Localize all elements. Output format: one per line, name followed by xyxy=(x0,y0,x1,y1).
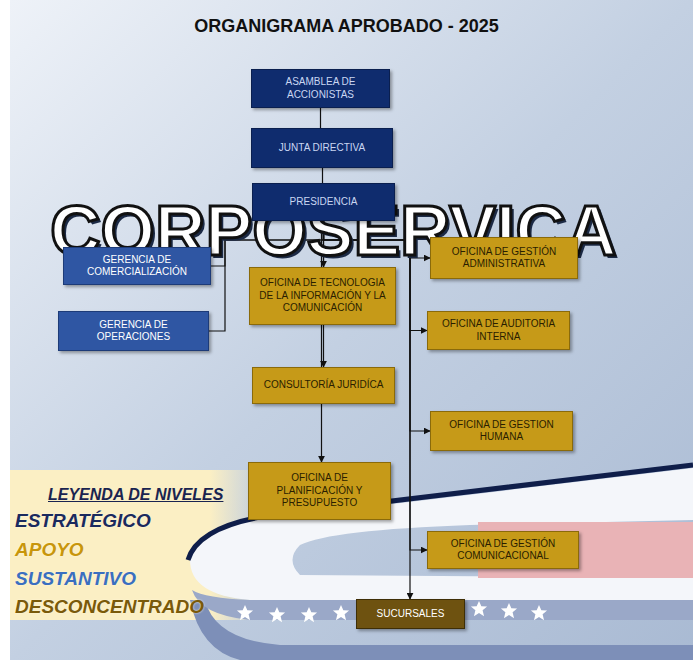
org-box: SUCURSALES xyxy=(356,599,465,629)
org-box: OFICINA DE AUDITORIA INTERNA xyxy=(427,311,570,350)
org-box: OFICINA DE PLANIFICACIÓN Y PRESUPUESTO xyxy=(248,462,391,520)
box-label: OFICINA DE AUDITORIA INTERNA xyxy=(433,318,564,343)
box-label: CONSULTORÍA JURIDÍCA xyxy=(264,379,384,392)
legend-sample: DESCONCENTRADO xyxy=(15,596,204,618)
org-box: GERENCIA DE OPERACIONES xyxy=(58,311,209,351)
legend-text: SUSTANTIVO xyxy=(15,568,136,589)
org-box: OFICINA DE GESTION HUMANA xyxy=(430,411,573,451)
legend-sample: SUSTANTIVO xyxy=(15,568,136,590)
box-label: OFICINA DE TECNOLOGIA DE LA INFORMACIÓN … xyxy=(255,277,390,315)
legend-text: ESTRATÉGICO xyxy=(15,510,151,531)
org-box: JUNTA DIRECTIVA xyxy=(251,128,393,168)
connector-line xyxy=(320,108,321,128)
legend-sample: ESTRATÉGICO xyxy=(15,510,151,532)
legend-text: APOYO xyxy=(15,539,84,560)
box-label: PRESIDENCIA xyxy=(290,196,358,209)
org-box: GERENCIA DE COMERCIALIZACIÓN xyxy=(63,247,211,285)
legend-sample: APOYO xyxy=(15,539,84,561)
org-box: PRESIDENCIA xyxy=(252,183,395,221)
box-label: JUNTA DIRECTIVA xyxy=(279,142,365,155)
box-label: ASAMBLEA DE ACCIONISTAS xyxy=(257,76,384,101)
chart-title: ORGANIGRAMA APROBADO - 2025 xyxy=(0,16,693,37)
org-box: OFICINA DE GESTIÓN COMUNICACIONAL xyxy=(427,531,579,569)
org-box: OFICINA DE TECNOLOGIA DE LA INFORMACIÓN … xyxy=(249,267,396,325)
legend-text: DESCONCENTRADO xyxy=(15,596,204,617)
org-box: CONSULTORÍA JURIDÍCA xyxy=(252,367,395,404)
box-label: SUCURSALES xyxy=(377,608,445,621)
box-label: GERENCIA DE COMERCIALIZACIÓN xyxy=(69,254,205,279)
box-label: OFICINA DE GESTIÓN COMUNICACIONAL xyxy=(433,538,573,563)
box-label: OFICINA DE GESTIÓN ADMINISTRATIVA xyxy=(436,246,572,271)
connector-line xyxy=(322,168,323,183)
box-label: OFICINA DE PLANIFICACIÓN Y PRESUPUESTO xyxy=(254,472,385,510)
org-box: OFICINA DE GESTIÓN ADMINISTRATIVA xyxy=(430,237,578,279)
box-label: GERENCIA DE OPERACIONES xyxy=(64,319,203,344)
org-box: ASAMBLEA DE ACCIONISTAS xyxy=(251,69,390,108)
legend-heading: LEYENDA DE NIVELES xyxy=(48,486,223,504)
box-label: OFICINA DE GESTION HUMANA xyxy=(436,419,567,444)
